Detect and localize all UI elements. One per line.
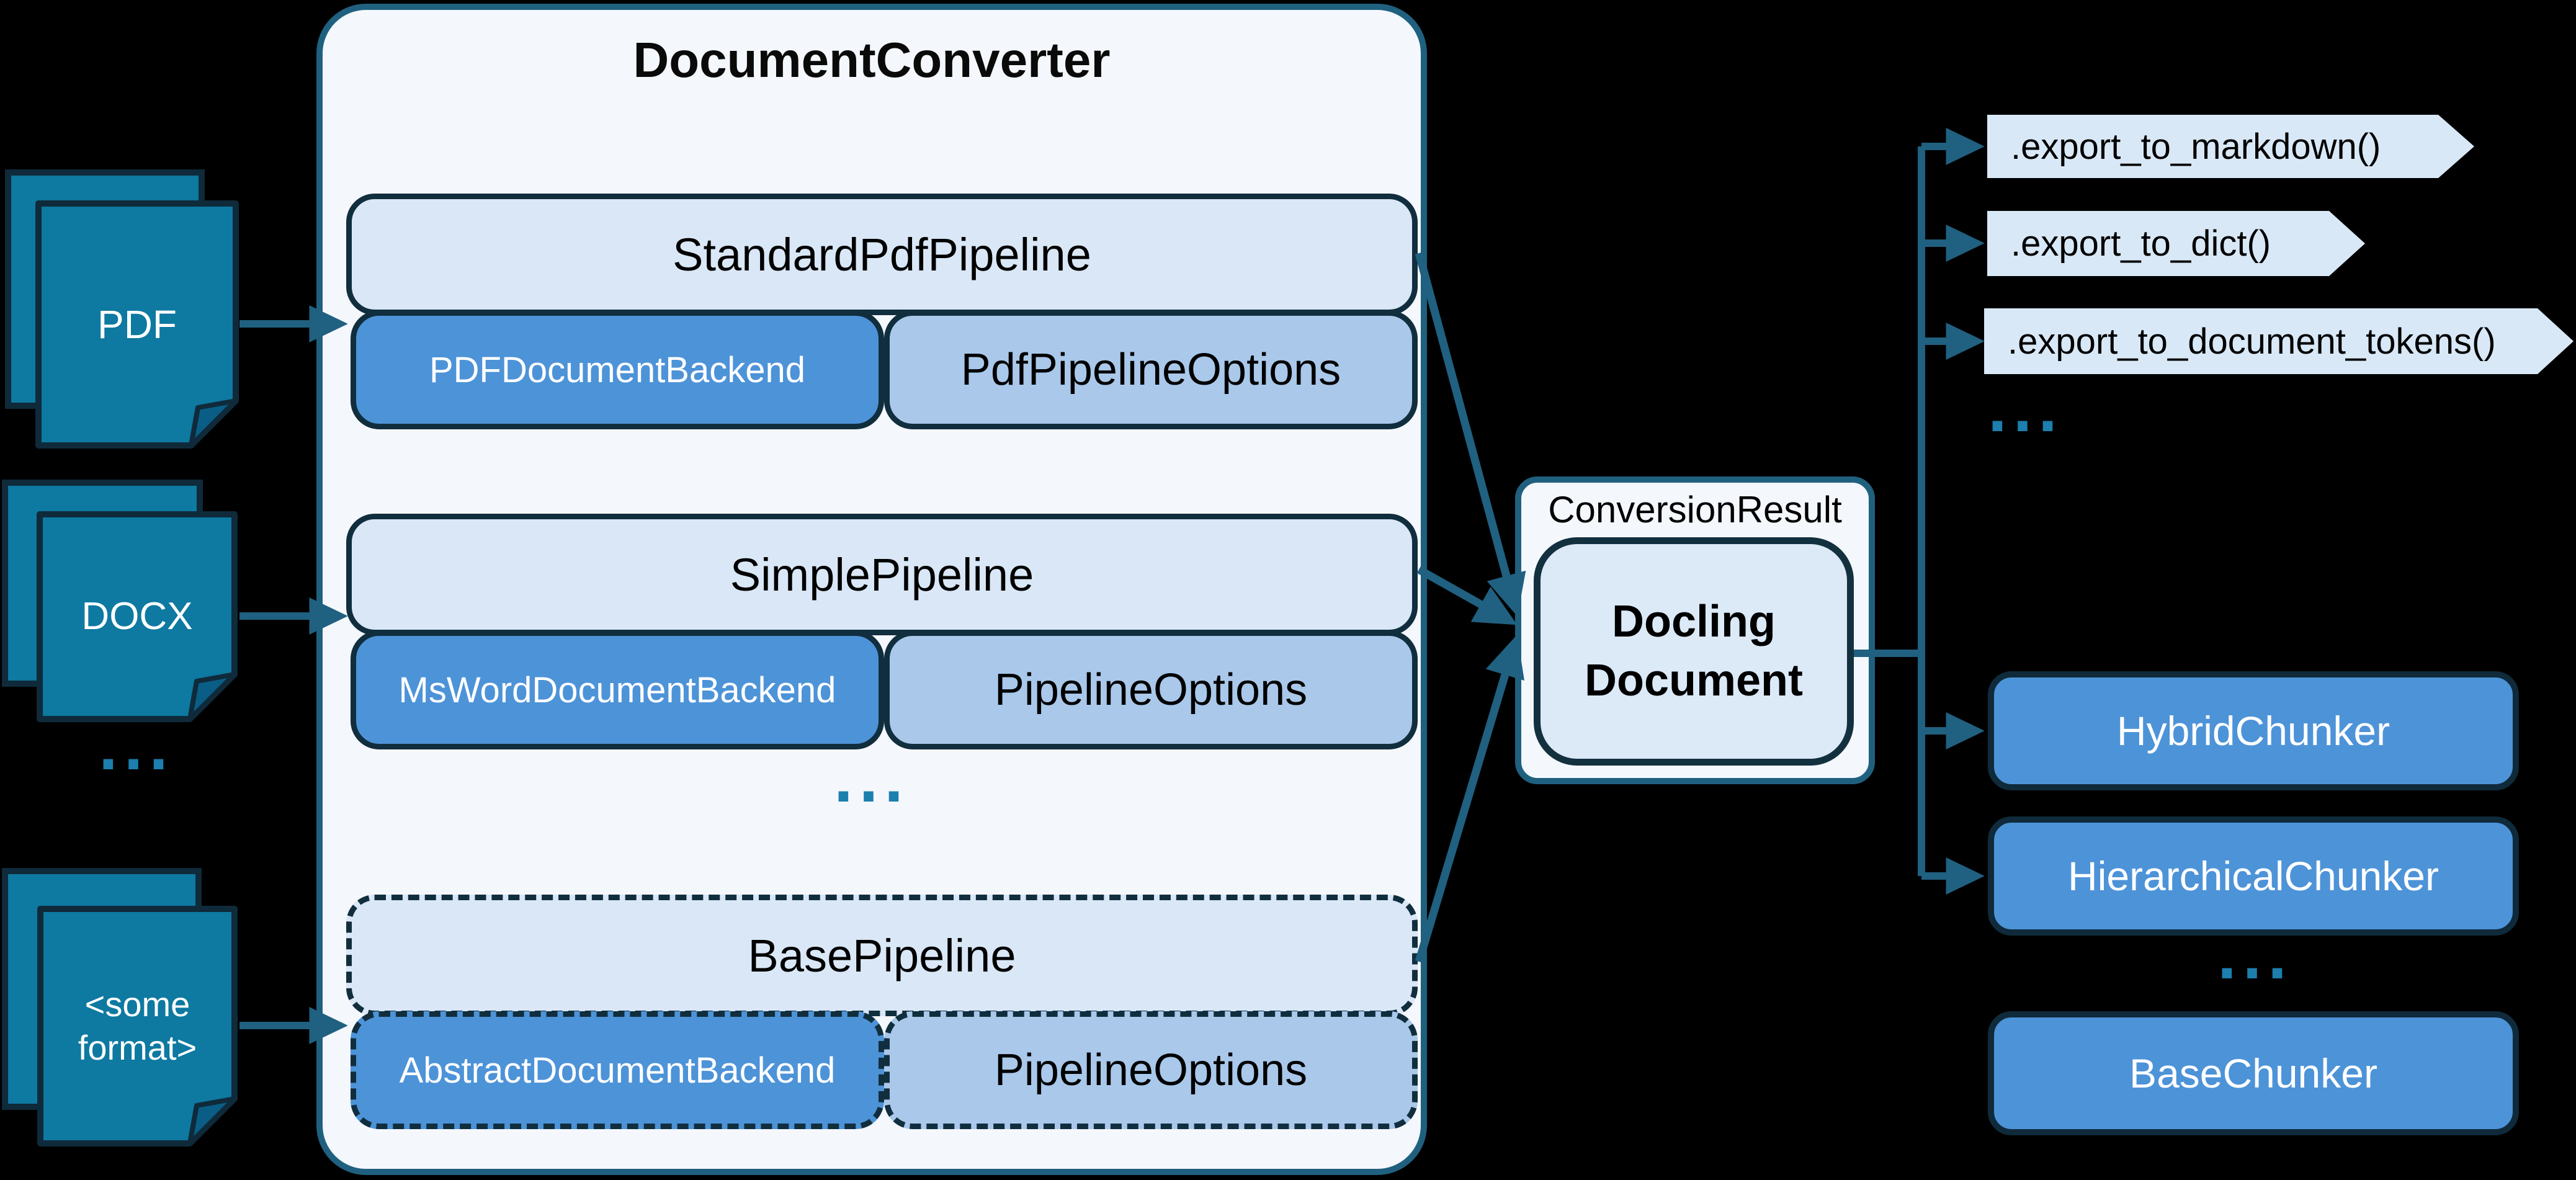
- arrow-simple-pipeline-to-result: [1416, 566, 1518, 625]
- backend-box-msword: MsWordDocumentBackend: [351, 630, 884, 749]
- input-label-pdf: PDF: [97, 302, 177, 347]
- arrow-base-pipeline-to-result: [1415, 634, 1525, 963]
- docx-page-fold-icon: [187, 672, 237, 722]
- export-chevron-markdown: .export_to_markdown(): [1987, 115, 2474, 178]
- input-label-some-format-text: <some format>: [78, 985, 197, 1067]
- pipeline-ellipsis: ...: [834, 740, 910, 816]
- pipeline-box-simple: SimplePipeline: [346, 514, 1418, 635]
- docling-document-box: Docling Document: [1534, 537, 1854, 766]
- options-box-pdf: PdfPipelineOptions: [884, 310, 1418, 429]
- arrow-standard-pipeline-to-result: [1415, 252, 1526, 617]
- base-chunker-box: BaseChunker: [1988, 1011, 2519, 1135]
- docx-document-stack-icon: [2, 480, 238, 722]
- backend-box-abstract: AbstractDocumentBackend: [351, 1011, 884, 1129]
- options-box-simple: PipelineOptions: [884, 630, 1418, 749]
- some-format-page-fold-icon: [187, 1096, 237, 1146]
- export-ellipsis: ...: [1988, 370, 2064, 446]
- options-box-base: PipelineOptions: [884, 1011, 1418, 1129]
- chunker-ellipsis: ...: [2217, 917, 2293, 993]
- docling-document-label: Docling Document: [1584, 596, 1804, 705]
- pdf-document-stack-icon: [5, 169, 239, 449]
- backend-box-pdf: PDFDocumentBackend: [351, 310, 884, 429]
- input-ellipsis: ...: [99, 708, 174, 784]
- export-chevron-dict: .export_to_dict(): [1987, 211, 2365, 276]
- pdf-page-fold-icon: [189, 398, 238, 448]
- pipeline-box-standard-pdf: StandardPdfPipeline: [346, 194, 1418, 315]
- conversion-result-label: ConversionResult: [1548, 488, 1842, 530]
- hybrid-chunker-box: HybridChunker: [1988, 671, 2519, 790]
- input-label-docx: DOCX: [81, 595, 193, 638]
- some-format-document-stack-icon: [2, 868, 238, 1146]
- hierarchical-chunker-box: HierarchicalChunker: [1988, 816, 2519, 936]
- input-label-some-format: <some format>: [40, 909, 235, 1143]
- pipeline-box-base: BasePipeline: [346, 895, 1418, 1016]
- export-chevron-document-tokens: .export_to_document_tokens(): [1984, 308, 2574, 374]
- document-converter-title: DocumentConverter: [633, 32, 1111, 87]
